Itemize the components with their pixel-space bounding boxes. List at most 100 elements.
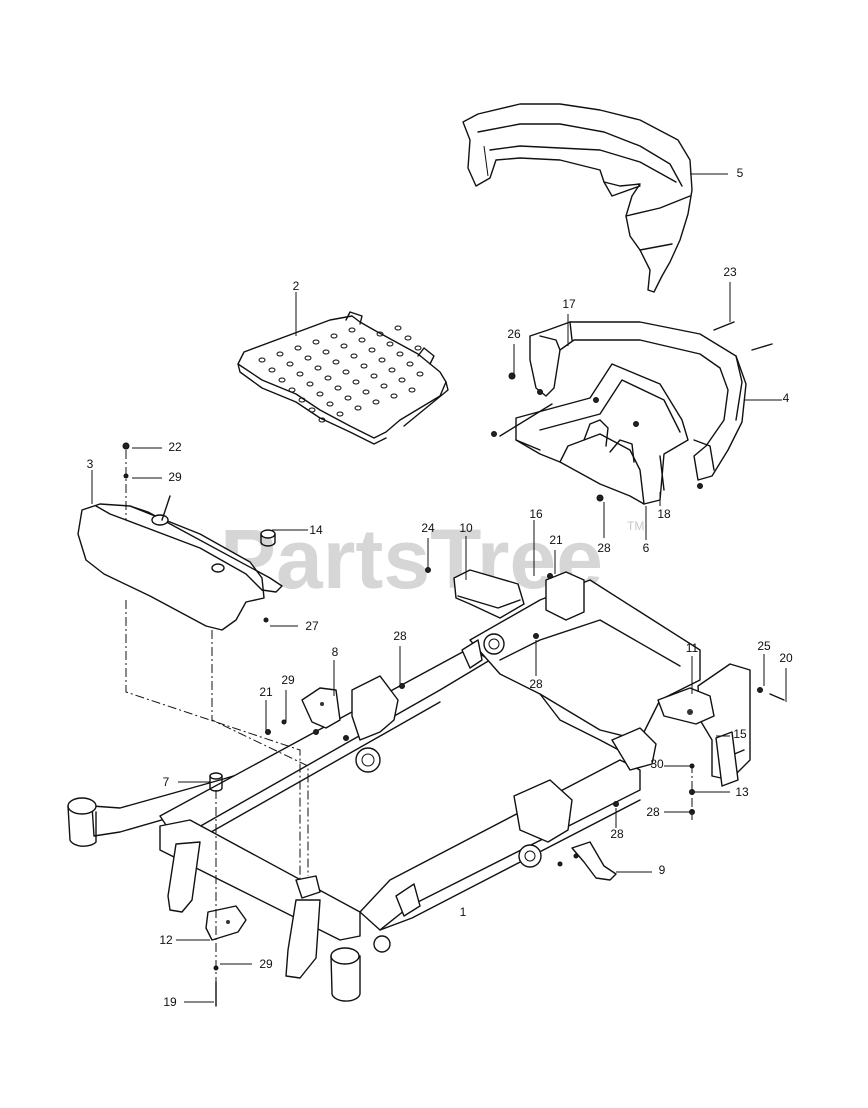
- plate-hole: [336, 411, 344, 417]
- part-12-clip[interactable]: [205, 905, 247, 941]
- callout-c29b[interactable]: 29: [281, 673, 295, 687]
- part-11-bracket[interactable]: [657, 687, 715, 725]
- callout-c2[interactable]: 2: [293, 279, 300, 293]
- plate-hole: [322, 349, 330, 355]
- callout-c29c[interactable]: 29: [259, 957, 273, 971]
- part-10-bracket[interactable]: [453, 569, 525, 619]
- part-1-main-frame[interactable]: [67, 571, 751, 1002]
- watermark-trademark: TM: [627, 519, 644, 533]
- callout-c18[interactable]: 18: [657, 507, 671, 521]
- plate-hole: [332, 359, 340, 365]
- plate-hole: [408, 387, 416, 393]
- plate-hole: [362, 389, 370, 395]
- plate-hole: [330, 333, 338, 339]
- plate-hole: [414, 345, 422, 351]
- plate-hole: [416, 371, 424, 377]
- callout-c28a[interactable]: 28: [597, 541, 611, 555]
- callout-c28b[interactable]: 28: [393, 629, 407, 643]
- plate-hole: [378, 357, 386, 363]
- plate-hole: [352, 379, 360, 385]
- plate-hole: [360, 363, 368, 369]
- plate-hole: [304, 355, 312, 361]
- plate-hole: [358, 337, 366, 343]
- plate-hole: [376, 331, 384, 337]
- plate-hole: [386, 341, 394, 347]
- plate-hole: [294, 345, 302, 351]
- part-15-shield[interactable]: [715, 731, 739, 787]
- callout-c13[interactable]: 13: [735, 785, 749, 799]
- callout-c29a[interactable]: 29: [168, 470, 182, 484]
- plate-hole: [334, 385, 342, 391]
- plate-hole: [288, 387, 296, 393]
- callout-c16[interactable]: 16: [529, 507, 543, 521]
- plate-hole: [354, 405, 362, 411]
- plate-hole: [306, 381, 314, 387]
- part-2-floor-plate[interactable]: [237, 311, 449, 445]
- plate-hole: [396, 351, 404, 357]
- part-14-cap[interactable]: [260, 529, 276, 547]
- plate-hole: [296, 371, 304, 377]
- callout-c21b[interactable]: 21: [549, 533, 563, 547]
- part-5-seat-pan[interactable]: [462, 103, 693, 293]
- plate-hole: [326, 401, 334, 407]
- plate-hole: [404, 335, 412, 341]
- callout-c23[interactable]: 23: [723, 265, 737, 279]
- part-4-seat-support[interactable]: [529, 321, 747, 481]
- plate-hole: [314, 365, 322, 371]
- plate-hole: [268, 367, 276, 373]
- callout-c11[interactable]: 11: [686, 641, 699, 655]
- part-3-console[interactable]: [77, 503, 283, 631]
- part-8-bracket[interactable]: [301, 687, 341, 729]
- callout-c1[interactable]: 1: [460, 905, 467, 919]
- plate-hole: [312, 339, 320, 345]
- callout-c20[interactable]: 20: [779, 651, 793, 665]
- callout-c28e[interactable]: 28: [646, 805, 660, 819]
- callout-c27[interactable]: 27: [305, 619, 319, 633]
- callout-c6[interactable]: 6: [643, 541, 650, 555]
- plate-hole: [286, 361, 294, 367]
- plate-hole: [390, 393, 398, 399]
- plate-hole: [258, 357, 266, 363]
- plate-hole: [278, 377, 286, 383]
- callout-c8[interactable]: 8: [332, 645, 339, 659]
- callout-c21a[interactable]: 21: [259, 685, 273, 699]
- callout-c14[interactable]: 14: [309, 523, 323, 537]
- fasteners: [122, 321, 785, 1007]
- callout-c12[interactable]: 12: [159, 933, 173, 947]
- callout-c7[interactable]: 7: [163, 775, 170, 789]
- plate-hole: [318, 417, 326, 423]
- plate-hole: [348, 327, 356, 333]
- callout-c22[interactable]: 22: [168, 440, 182, 454]
- callout-c28d[interactable]: 28: [610, 827, 624, 841]
- plate-hole: [316, 391, 324, 397]
- callout-labels: 1234567891011121314151617181920212122232…: [87, 166, 793, 1009]
- leader-lines: [91, 173, 787, 1003]
- plate-hole: [370, 373, 378, 379]
- callout-c26[interactable]: 26: [507, 327, 521, 341]
- callout-c25[interactable]: 25: [757, 639, 771, 653]
- callout-c5[interactable]: 5: [737, 166, 744, 180]
- plate-hole: [276, 351, 284, 357]
- plate-hole: [340, 343, 348, 349]
- plate-hole: [380, 383, 388, 389]
- plate-hole: [308, 407, 316, 413]
- part-9-bracket[interactable]: [571, 841, 617, 881]
- plate-hole: [368, 347, 376, 353]
- plate-hole: [388, 367, 396, 373]
- callout-c24[interactable]: 24: [421, 521, 435, 535]
- plate-hole: [372, 399, 380, 405]
- callout-c9[interactable]: 9: [659, 863, 666, 877]
- callout-c17[interactable]: 17: [562, 297, 576, 311]
- plate-hole: [406, 361, 414, 367]
- callout-c19[interactable]: 19: [163, 995, 177, 1009]
- callout-c15[interactable]: 15: [733, 727, 747, 741]
- callout-c28c[interactable]: 28: [529, 677, 543, 691]
- callout-c10[interactable]: 10: [459, 521, 473, 535]
- assembly-lines: [125, 450, 693, 996]
- floor-plate-holes: [258, 325, 424, 423]
- plate-hole: [398, 377, 406, 383]
- callout-c3[interactable]: 3: [87, 457, 94, 471]
- callout-c4[interactable]: 4: [783, 391, 790, 405]
- callout-c30[interactable]: 30: [650, 757, 664, 771]
